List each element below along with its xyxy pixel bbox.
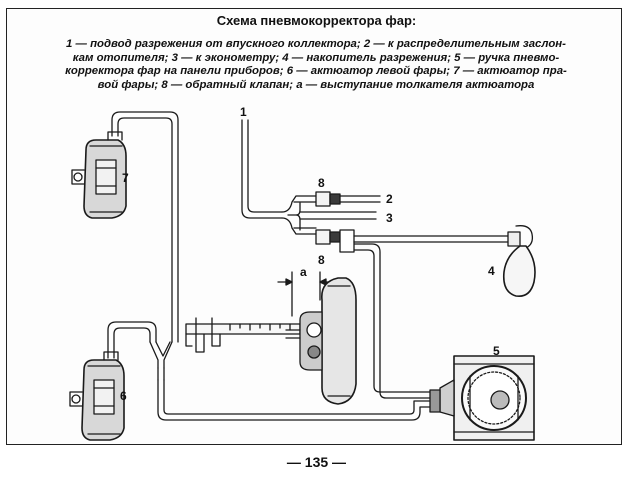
check-valve-top bbox=[315, 191, 381, 207]
line-to-econometer-3 bbox=[299, 211, 377, 220]
vacuum-reservoir-4 bbox=[502, 225, 536, 298]
label-8-bottom: 8 bbox=[318, 253, 325, 267]
label-5: 5 bbox=[493, 344, 500, 358]
caliper-gauge bbox=[185, 317, 301, 353]
hose-left-actuator bbox=[107, 321, 157, 359]
check-valve-bottom bbox=[315, 229, 355, 253]
figure-caption: 1 — подвод разрежения от впускного колле… bbox=[18, 38, 614, 92]
actuator-right-headlight-7 bbox=[71, 131, 127, 219]
y-junction bbox=[149, 341, 173, 381]
caption-line: вой фары; 8 — обратный клапан; а — высту… bbox=[97, 78, 535, 91]
caption-line: 1 — подвод разрежения от впускного колле… bbox=[66, 38, 566, 50]
hose-right-actuator bbox=[111, 111, 179, 343]
figure-title: Схема пневмокорректора фар: bbox=[216, 13, 417, 28]
line-to-reservoir bbox=[353, 235, 509, 243]
headlight-actuator-detail bbox=[285, 277, 357, 405]
page-number: — 135 — bbox=[286, 454, 347, 470]
label-6: 6 bbox=[120, 389, 127, 403]
label-8-top: 8 bbox=[318, 176, 325, 190]
label-2: 2 bbox=[386, 192, 393, 206]
actuator-left-headlight-6 bbox=[69, 351, 125, 441]
headlight-corrector-knob-5 bbox=[429, 355, 535, 441]
label-3: 3 bbox=[386, 211, 393, 225]
label-1: 1 bbox=[240, 105, 247, 119]
hose-valve-to-knob bbox=[351, 243, 441, 399]
label-a: a bbox=[300, 265, 307, 279]
label-4: 4 bbox=[488, 264, 495, 278]
label-7: 7 bbox=[122, 171, 129, 185]
hose-to-knob bbox=[157, 379, 441, 421]
callout-labels: 1 2 3 4 5 6 7 8 8 a bbox=[120, 105, 500, 403]
caption-line: корректора фар на панели приборов; 6 — а… bbox=[65, 65, 567, 78]
caption-line: кам отопителя; 3 — к эконометру; 4 — нак… bbox=[72, 51, 560, 64]
vacuum-inlet-line-1 bbox=[241, 119, 317, 235]
